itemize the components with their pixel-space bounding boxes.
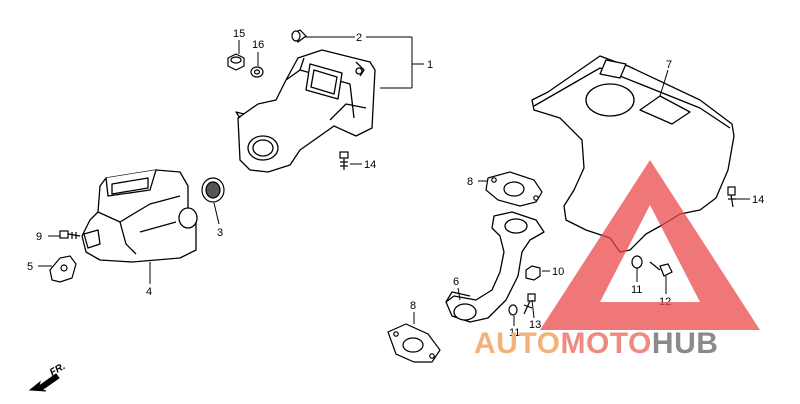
part-3-filter-screen [201, 177, 225, 203]
label-part-15: 15 [233, 28, 245, 40]
front-direction-indicator: FR. [28, 361, 67, 392]
part-2-bushing [291, 29, 307, 43]
part-8-gasket-upper [485, 171, 543, 207]
part-9-bolt [59, 230, 81, 239]
part-11-washer-b [631, 255, 643, 269]
label-part-11-b: 11 [631, 284, 642, 296]
front-arrow-icon [28, 373, 60, 392]
label-part-5: 5 [27, 261, 33, 273]
label-part-14-a: 14 [364, 159, 376, 171]
part-11-washer-a [508, 304, 518, 316]
label-part-9: 9 [36, 231, 42, 243]
part-4-air-box [81, 169, 198, 263]
label-part-1: 1 [427, 59, 433, 71]
label-part-6: 6 [453, 276, 459, 288]
label-part-8-lower: 8 [410, 300, 416, 312]
label-part-7: 7 [666, 59, 672, 71]
label-part-14-b: 14 [752, 194, 764, 206]
part-14-bolt-a [339, 151, 349, 170]
part-5-clip [49, 255, 77, 283]
part-16-washer [250, 66, 264, 78]
part-8-gasket-lower [387, 323, 441, 363]
watermark-triangle-icon [540, 160, 760, 330]
label-part-8-upper: 8 [467, 176, 473, 188]
part-6-exhaust-pipe [445, 211, 545, 323]
label-part-16: 16 [252, 39, 264, 51]
label-part-4: 4 [146, 286, 152, 298]
leader-lines [38, 36, 750, 326]
part-10-nut [525, 265, 541, 281]
front-direction-label: FR. [48, 361, 67, 379]
part-13-bolt [523, 293, 536, 315]
watermark-logo: AUTOMOTOHUB [474, 160, 760, 360]
label-part-3: 3 [217, 227, 223, 239]
part-1-intake-bracket [235, 49, 376, 173]
label-part-13: 13 [529, 319, 541, 331]
part-15-nut [227, 53, 245, 71]
watermark-text: AUTOMOTOHUB [474, 327, 718, 360]
part-14-bolt-b [727, 186, 736, 208]
part-12-bolt [649, 261, 673, 277]
label-part-10: 10 [552, 266, 564, 278]
part-7-heat-shield [531, 55, 735, 253]
label-part-2: 2 [356, 32, 362, 44]
label-part-11-a: 11 [509, 327, 520, 339]
